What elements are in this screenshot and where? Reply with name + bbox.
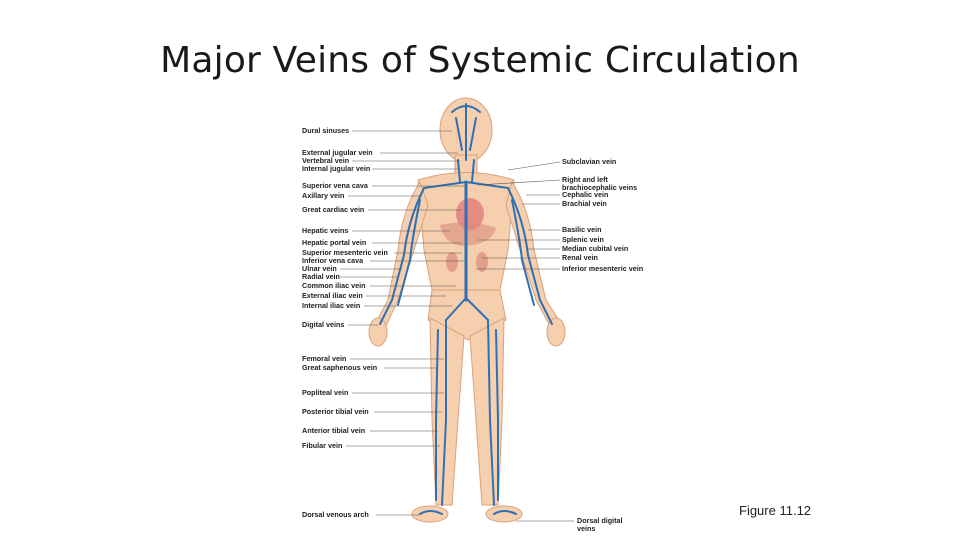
left-arm (375, 180, 429, 327)
heart (456, 198, 484, 230)
vein-right-leg (487, 319, 499, 506)
label-popliteal-vein: Popliteal vein (302, 388, 348, 397)
left-kidney (446, 252, 458, 272)
vein-right-arm (507, 187, 553, 325)
vein-jugular (457, 159, 475, 183)
label-dorsal-venous-arch: Dorsal venous arch (302, 510, 369, 519)
label-radial-vein: Radial vein (302, 272, 340, 281)
label-femoral-vein: Femoral vein (302, 354, 346, 363)
label-anterior-tibial-vein: Anterior tibial vein (302, 426, 365, 435)
vein-left-leg (435, 319, 447, 506)
label-inferior-mesenteric-vein: Inferior mesenteric vein (562, 264, 643, 273)
label-ulnar-vein: Ulnar vein (302, 264, 337, 273)
label-internal-jugular-vein: Internal jugular vein (302, 164, 370, 173)
label-external-iliac-vein: External iliac vein (302, 291, 363, 300)
label-posterior-tibial-vein: Posterior tibial vein (302, 407, 369, 416)
label-brachial-vein: Brachial vein (562, 199, 607, 208)
label-inferior-vena-cava: Inferior vena cava (302, 256, 364, 265)
right-kidney (476, 252, 488, 272)
label-superior-mesenteric-vein: Superior mesenteric vein (302, 248, 388, 257)
label-internal-iliac-vein: Internal iliac vein (302, 301, 360, 310)
vein-subclavian (423, 181, 509, 189)
label-cephalic-vein: Cephalic vein (562, 190, 608, 199)
label-median-cubital-vein: Median cubital vein (562, 244, 628, 253)
body-silhouette (368, 97, 566, 523)
label-superior-vena-cava: Superior vena cava (302, 181, 369, 190)
label-hepatic-portal-vein: Hepatic portal vein (302, 238, 366, 247)
label-subclavian-vein: Subclavian vein (562, 157, 616, 166)
label-digital-veins: Digital veins (302, 320, 344, 329)
vein-head (451, 103, 481, 161)
label-splenic-vein: Splenic vein (562, 235, 604, 244)
label-great-saphenous-vein: Great saphenous vein (302, 363, 377, 372)
right-hand (546, 317, 566, 347)
figure-caption: Figure 11.12 (739, 503, 812, 518)
label-dural-sinuses: Dural sinuses (302, 126, 349, 135)
labels-left: Dural sinuses External jugular vein Vert… (302, 126, 388, 519)
label-dorsal-digital-line1: Dorsal digital (577, 516, 623, 525)
leader-lines (340, 130, 574, 522)
label-axillary-vein: Axillary vein (302, 191, 344, 200)
veins (379, 103, 553, 515)
label-brachiocephalic-line2: brachiocephalic veins (562, 183, 637, 192)
labels-right: Subclavian vein Right and left brachioce… (562, 157, 643, 533)
label-basilic-vein: Basilic vein (562, 225, 602, 234)
label-dorsal-digital-line2: veins (577, 524, 595, 533)
label-brachiocephalic-line1: Right and left (562, 175, 609, 184)
vein-left-arm (379, 187, 425, 325)
label-common-iliac-vein: Common iliac vein (302, 281, 366, 290)
right-foot (485, 505, 523, 523)
label-vertebral-vein: Vertebral vein (302, 156, 349, 165)
right-leg (469, 317, 505, 506)
label-external-jugular-vein: External jugular vein (302, 148, 373, 157)
label-hepatic-veins: Hepatic veins (302, 226, 348, 235)
vein-feet (419, 510, 517, 515)
label-fibular-vein: Fibular vein (302, 441, 342, 450)
left-hand (368, 317, 388, 347)
label-great-cardiac-vein: Great cardiac vein (302, 205, 364, 214)
slide-title: Major Veins of Systemic Circulation (160, 40, 800, 81)
left-foot (411, 505, 449, 523)
vein-iliac (445, 297, 489, 321)
label-renal-vein: Renal vein (562, 253, 598, 262)
